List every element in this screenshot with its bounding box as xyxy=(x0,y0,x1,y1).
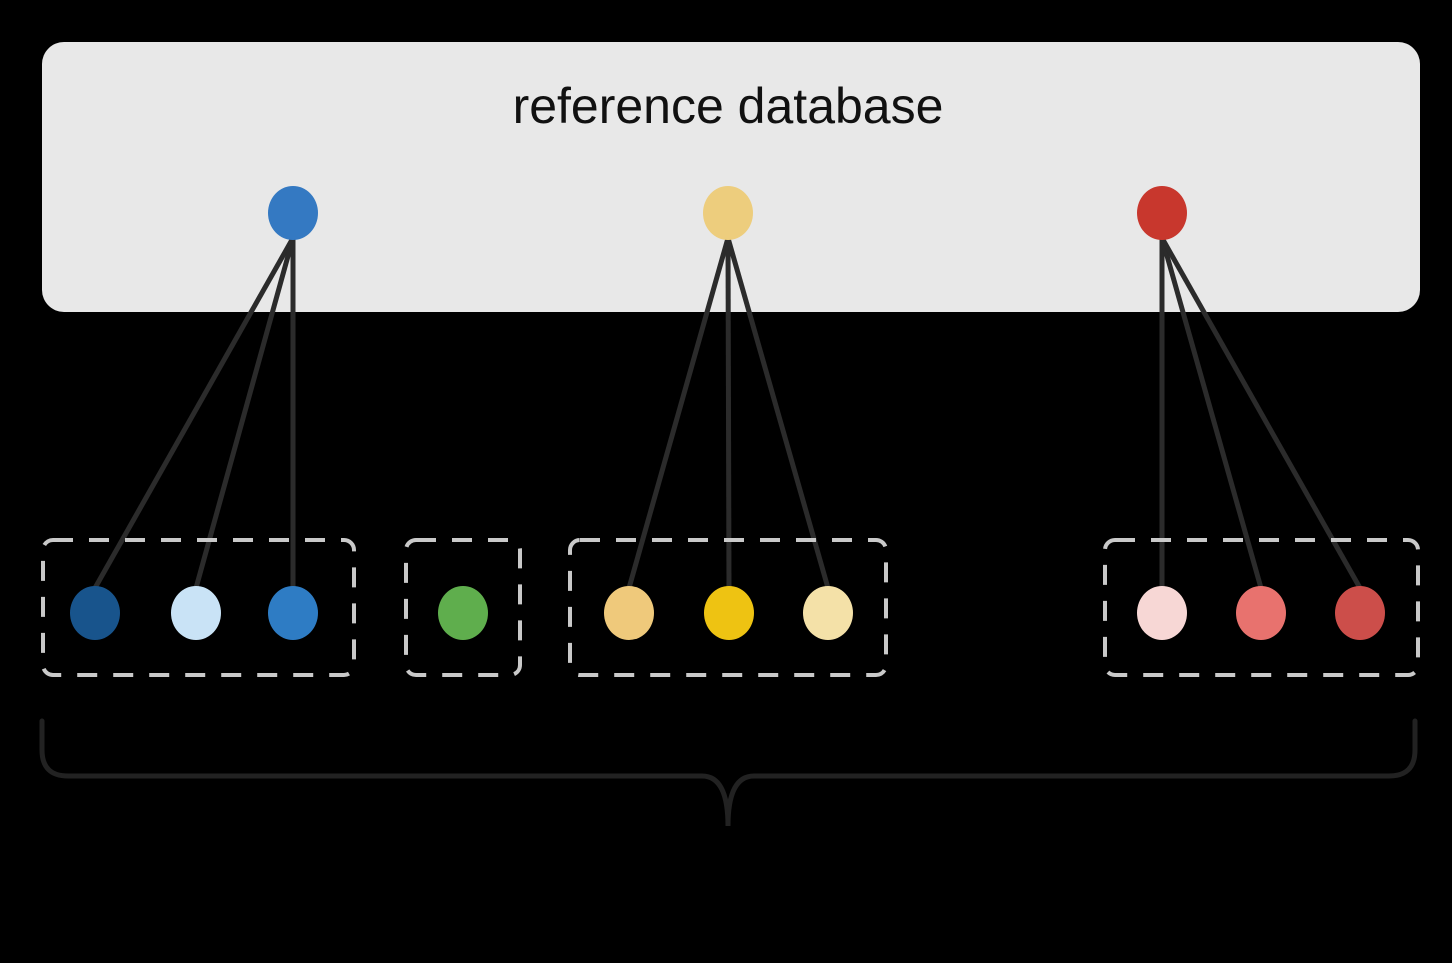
query-node-blue-dark[interactable] xyxy=(70,586,120,640)
query-node-yellow-tan[interactable] xyxy=(604,586,654,640)
page-title: reference database xyxy=(513,78,944,134)
query-node-red-dark[interactable] xyxy=(1335,586,1385,640)
reference-database-panel xyxy=(42,42,1420,312)
query-node-yellow-cream[interactable] xyxy=(803,586,853,640)
cluster-box-blue[interactable] xyxy=(41,538,356,677)
edge-blue-to-blue-dark xyxy=(92,236,296,590)
edge-blue-to-blue-light xyxy=(193,237,296,589)
cluster-box-group xyxy=(41,538,1420,677)
edge-red-to-red-medium xyxy=(1159,237,1264,589)
edge-yellow-to-yellow-tan xyxy=(626,237,731,589)
query-node-red-medium[interactable] xyxy=(1236,586,1286,640)
cluster-box-red[interactable] xyxy=(1103,538,1420,677)
query-node-blue-light[interactable] xyxy=(171,586,221,640)
edge-yellow-to-yellow-cream xyxy=(725,237,831,589)
reference-node-red[interactable] xyxy=(1137,186,1187,240)
reference-node-yellow[interactable] xyxy=(703,186,753,240)
query-node-blue-medium[interactable] xyxy=(268,586,318,640)
edge-group xyxy=(92,236,1363,590)
reference-node-blue[interactable] xyxy=(268,186,318,240)
query-node-red-pale[interactable] xyxy=(1137,586,1187,640)
reference-node-group xyxy=(268,186,1187,240)
query-node-yellow-gold[interactable] xyxy=(704,586,754,640)
cluster-box-yellow[interactable] xyxy=(568,538,888,677)
query-node-group xyxy=(70,586,1385,640)
edge-red-to-red-dark xyxy=(1159,236,1363,590)
query-node-green[interactable] xyxy=(438,586,488,640)
query-set-brace xyxy=(39,718,1418,827)
cluster-box-green[interactable] xyxy=(404,538,522,677)
edge-yellow-to-yellow-gold xyxy=(725,237,732,589)
